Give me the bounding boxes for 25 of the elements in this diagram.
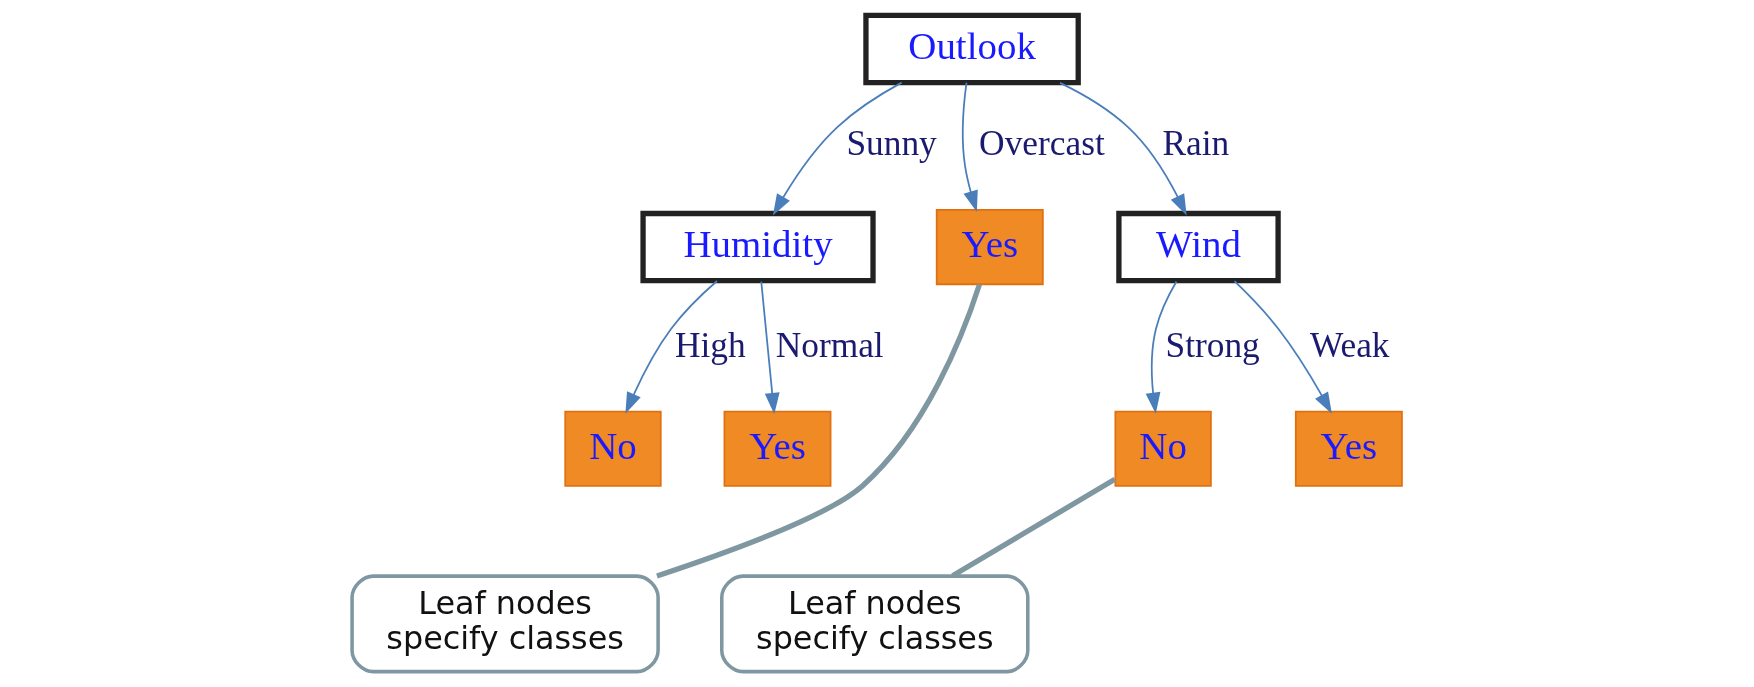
edge-label: Strong [1165,324,1260,365]
node-box: Leaf nodes specify classes [350,574,660,674]
node-box: No [1114,410,1212,487]
edge-label: Weak [1309,324,1390,365]
node-box: Yes [1294,410,1403,487]
node-box: Outlook [863,12,1081,86]
node-box: No [564,410,662,487]
edge-label: Rain [1162,123,1230,164]
connector [656,283,982,579]
arrow [625,280,718,414]
node-box: Yes [935,209,1044,286]
node-box: Yes [723,410,832,487]
node-box: Humidity [640,210,876,284]
node-box: Leaf nodes specify classes [720,574,1030,674]
arrow [1059,82,1187,216]
edge-label: Overcast [979,123,1105,164]
arrow [772,81,903,216]
edge-label: High [674,324,746,365]
arrow [961,81,978,212]
arrow [1233,280,1332,414]
edge-label: Normal [775,324,884,365]
edge-label: Sunny [846,123,937,164]
arrow [760,280,780,415]
arrow [1145,280,1178,414]
node-box: Wind [1116,210,1281,284]
